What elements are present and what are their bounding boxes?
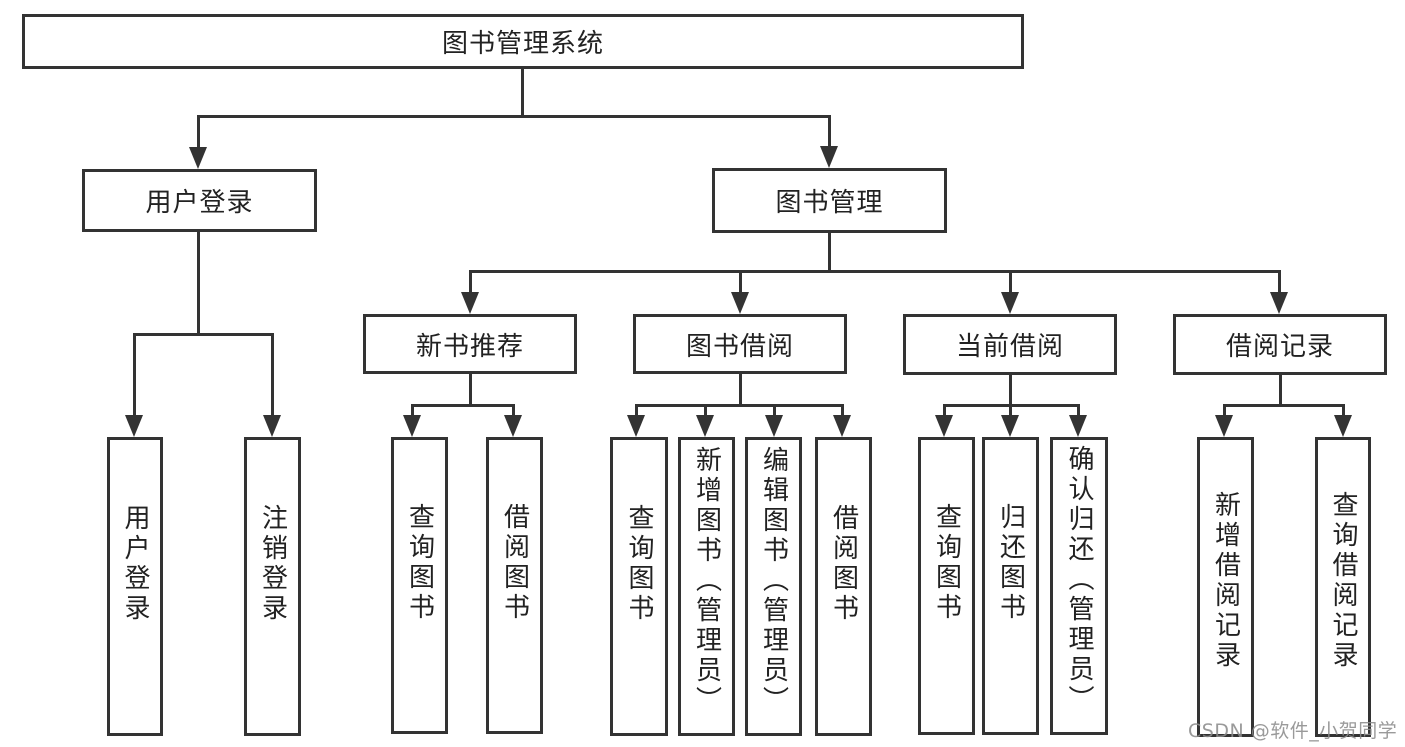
connector-line bbox=[841, 406, 844, 417]
leaf-br-search-record: 查询借阅记录 bbox=[1315, 437, 1371, 737]
arrow-down-icon bbox=[1001, 292, 1019, 314]
arrow-down-icon bbox=[125, 415, 143, 437]
connector-line bbox=[197, 232, 200, 335]
arrow-down-icon bbox=[833, 415, 851, 437]
arrow-down-icon bbox=[504, 415, 522, 437]
arrow-down-icon bbox=[731, 292, 749, 314]
watermark: CSDN @软件_小贺同学 bbox=[1188, 720, 1398, 742]
node-library-system: 图书管理系统 bbox=[22, 14, 1024, 69]
leaf-br-add-record: 新增借阅记录 bbox=[1197, 437, 1254, 737]
arrow-down-icon bbox=[1001, 415, 1019, 437]
leaf-bb-edit-books-admin: 编辑图书（管理员） bbox=[745, 437, 802, 736]
leaf-nbr-borrow-books: 借阅图书 bbox=[486, 437, 543, 734]
connector-line bbox=[773, 406, 776, 417]
connector-line bbox=[1223, 406, 1226, 417]
connector-line bbox=[635, 404, 844, 407]
connector-line bbox=[739, 374, 742, 406]
leaf-cb-return-books: 归还图书 bbox=[982, 437, 1039, 735]
connector-line bbox=[1009, 272, 1012, 294]
node-book-borrowing: 图书借阅 bbox=[633, 314, 847, 374]
arrow-down-icon bbox=[403, 415, 421, 437]
connector-line bbox=[635, 406, 638, 417]
connector-line bbox=[197, 115, 831, 118]
leaf-cb-confirm-return-admin: 确认归还（管理员） bbox=[1050, 437, 1108, 735]
connector-line bbox=[1009, 375, 1012, 406]
connector-line bbox=[469, 270, 1281, 273]
arrow-down-icon bbox=[263, 415, 281, 437]
arrow-down-icon bbox=[1334, 415, 1352, 437]
leaf-bb-add-books-admin: 新增图书（管理员） bbox=[678, 437, 735, 736]
connector-line bbox=[271, 335, 274, 417]
leaf-bb-search-books: 查询图书 bbox=[610, 437, 668, 736]
arrow-down-icon bbox=[1215, 415, 1233, 437]
node-user-login: 用户登录 bbox=[82, 169, 317, 232]
arrow-down-icon bbox=[189, 147, 207, 169]
connector-line bbox=[739, 272, 742, 294]
connector-line bbox=[943, 406, 946, 417]
arrow-down-icon bbox=[1069, 415, 1087, 437]
leaf-bb-borrow-books: 借阅图书 bbox=[815, 437, 872, 736]
arrow-down-icon bbox=[820, 146, 838, 168]
connector-line bbox=[828, 117, 831, 148]
connector-line bbox=[133, 333, 274, 336]
connector-line bbox=[1077, 406, 1080, 417]
connector-line bbox=[512, 406, 515, 417]
leaf-logout: 注销登录 bbox=[244, 437, 301, 736]
connector-line bbox=[411, 404, 515, 407]
connector-line bbox=[828, 233, 831, 272]
leaf-user-login: 用户登录 bbox=[107, 437, 163, 736]
connector-line bbox=[1278, 272, 1281, 294]
arrow-down-icon bbox=[1270, 292, 1288, 314]
arrow-down-icon bbox=[627, 415, 645, 437]
connector-line bbox=[1279, 375, 1282, 406]
connector-line bbox=[1223, 404, 1345, 407]
connector-line bbox=[1009, 406, 1012, 417]
arrow-down-icon bbox=[765, 415, 783, 437]
connector-line bbox=[521, 69, 524, 117]
connector-line bbox=[469, 374, 472, 406]
connector-line bbox=[197, 117, 200, 149]
node-current-borrowing: 当前借阅 bbox=[903, 314, 1117, 375]
connector-line bbox=[133, 335, 136, 417]
node-new-book-recommendation: 新书推荐 bbox=[363, 314, 577, 374]
leaf-nbr-search-books: 查询图书 bbox=[391, 437, 448, 734]
connector-line bbox=[411, 406, 414, 417]
connector-line bbox=[943, 404, 1080, 407]
connector-line bbox=[704, 406, 707, 417]
leaf-cb-search-books: 查询图书 bbox=[918, 437, 975, 735]
node-book-management: 图书管理 bbox=[712, 168, 947, 233]
connector-line bbox=[1342, 406, 1345, 417]
arrow-down-icon bbox=[461, 292, 479, 314]
node-borrowing-records: 借阅记录 bbox=[1173, 314, 1387, 375]
connector-line bbox=[469, 272, 472, 294]
arrow-down-icon bbox=[696, 415, 714, 437]
arrow-down-icon bbox=[935, 415, 953, 437]
